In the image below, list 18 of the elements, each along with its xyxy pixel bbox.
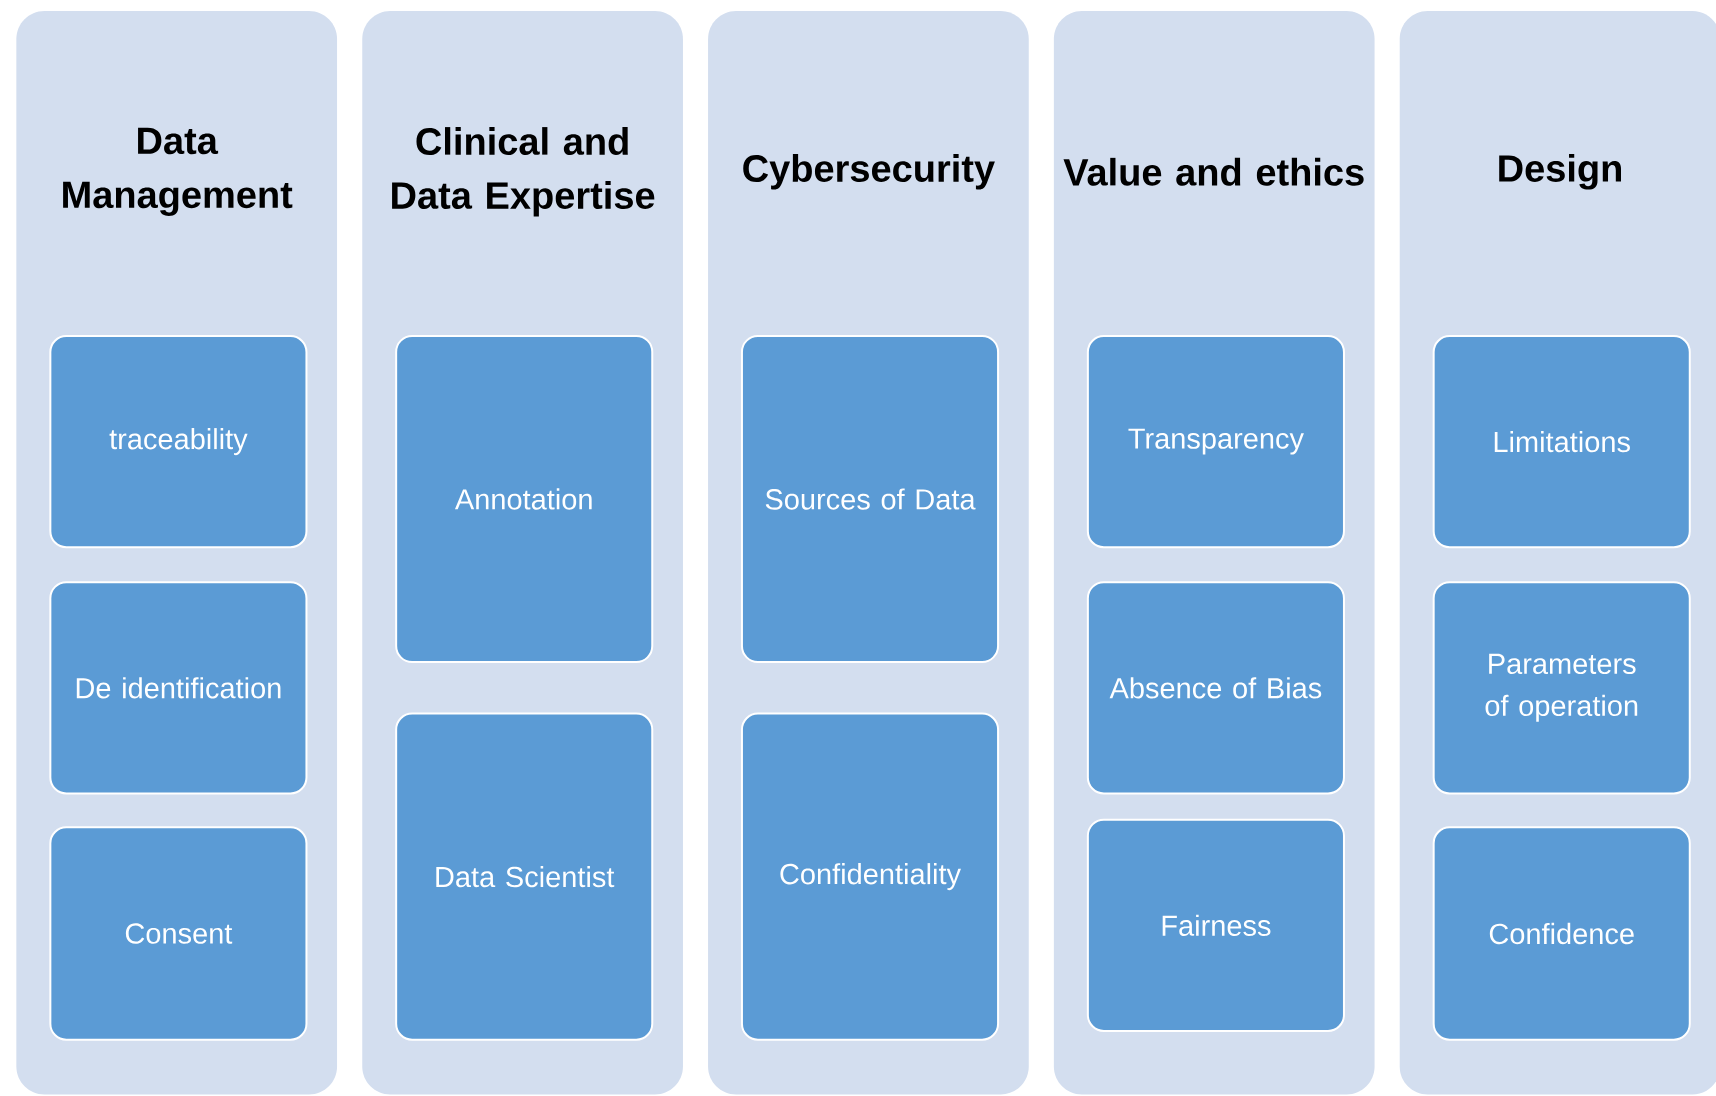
column-heading: Data Management (63, 127, 293, 216)
column-heading: Value and ethics (1063, 157, 1364, 186)
item-box: Sources of Data (740, 334, 1000, 664)
column-heading: Cybersecurity (743, 154, 995, 190)
item-box: Data Scientist (395, 712, 654, 1041)
item-box: Parameters of operation (1432, 581, 1691, 795)
item-box: Transparency (1086, 335, 1345, 549)
item-box: Absence of Bias (1086, 581, 1345, 795)
item-box: Annotation (395, 334, 654, 664)
item-box: traceability (49, 335, 308, 549)
item-box: Confidence (1432, 826, 1691, 1041)
item-box: De identification (49, 581, 308, 795)
column-heading: Clinical and Data Expertise (392, 127, 655, 217)
column-heading: Design (1499, 154, 1621, 190)
item-box: Fairness (1086, 818, 1345, 1032)
item-box: Confidentiality (740, 712, 1000, 1041)
item-box: Consent (49, 826, 308, 1041)
item-box: Limitations (1432, 335, 1691, 549)
